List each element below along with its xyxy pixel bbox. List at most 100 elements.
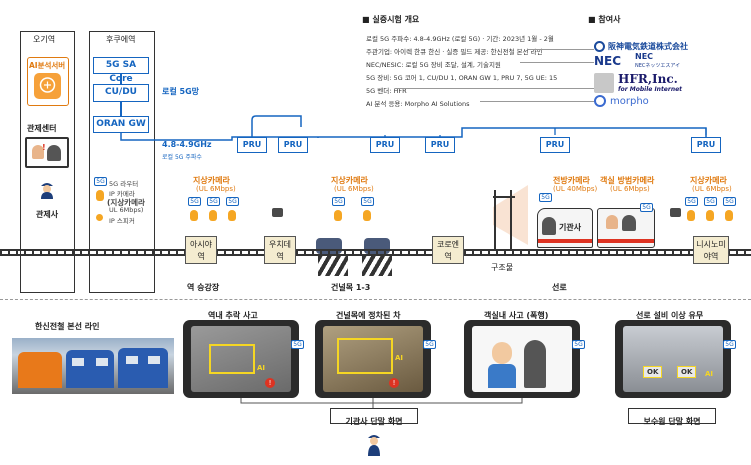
station-nishinomiya: 니시노미 야역 (693, 236, 729, 264)
case4-title: 선로 설비 이상 유무 (636, 311, 704, 320)
driver-person-icon (366, 432, 382, 456)
local-5g-label: 로컬 5G망 (162, 87, 199, 96)
pru-5: PRU (540, 137, 570, 153)
brain-icon (34, 73, 61, 99)
tablet-5g-3: 5G (572, 340, 585, 349)
crossing-stripes (362, 256, 392, 276)
ground-cam-ul-1: (UL 6Mbps) (196, 185, 236, 193)
ok-label-1: OK (643, 366, 663, 378)
router-3: 5G (226, 197, 239, 206)
nec-sub-logo: NEC (635, 52, 654, 61)
nec-logo: NEC (594, 54, 622, 68)
hanshin-logo-icon (594, 41, 605, 52)
overview-line-3: NEC/NESIC: 로컬 5G 장비 조달, 설계, 기술지원 (366, 61, 501, 69)
router-8: 5G (723, 197, 736, 206)
oran-gw-box: ORAN GW (93, 116, 149, 133)
ground-cam-ul-2: (UL 6Mbps) (334, 185, 374, 193)
section-divider (0, 299, 751, 300)
camera-icon (209, 210, 217, 221)
tablet-case4: OK OK AI 5G (615, 320, 736, 398)
cabin-cam-label: 객실 방범카메라 (600, 176, 655, 185)
legend-camera-icon (96, 190, 104, 201)
connector-2 (520, 62, 594, 63)
hanshin-logo: 阪神電気鉄道株式会社 (608, 42, 688, 51)
front-cam-ul: (UL 40Mbps) (553, 185, 598, 193)
remote-station-title: 오기역 (33, 35, 56, 44)
hfr-sub-logo: for Mobile Internet (618, 86, 683, 93)
participants-title: ■ 참여사 (588, 14, 620, 25)
hfr-logo-icon (594, 73, 614, 93)
camera-icon (190, 210, 198, 221)
camera-icon (725, 210, 733, 221)
pru-4: PRU (425, 137, 455, 153)
structure-icon (493, 185, 528, 250)
train-car-rear (597, 208, 655, 248)
router-2: 5G (207, 197, 220, 206)
pru-2: PRU (278, 137, 308, 153)
station-nishinomiya-label: 니시노미 야역 (696, 240, 726, 261)
connector-4 (480, 101, 594, 102)
overview-line-4: 5G 장비: 5G 코어 1, CU/DU 1, ORAN GW 1, PRU … (366, 74, 558, 82)
driver-label: 기관사 (559, 223, 582, 232)
warning-icon: ! (389, 378, 399, 388)
case3-screen (472, 326, 572, 392)
hq-station-title: 후쿠에역 (106, 35, 136, 44)
overview-line-6: AI 분석 응용: Morpho AI Solutions (366, 100, 470, 108)
tablet-case1: AI ! 5G (183, 320, 304, 398)
router-train-front: 5G (539, 193, 552, 202)
frequency-label: 4.8-4.9GHz (162, 140, 212, 149)
station-uchide-label: 우치데 역 (268, 240, 292, 261)
ground-cam-ul-3: (UL 6Mbps) (692, 185, 732, 193)
controller-icon (39, 180, 55, 199)
nesic-logo: NECネッツエスアイ (635, 63, 681, 69)
router-4: 5G (332, 197, 345, 206)
frequency-sub: 로컬 5G 주파수 (162, 154, 202, 161)
participants-title-text: 참여사 (598, 15, 621, 24)
track-label: 선로 (552, 283, 567, 292)
legend-router-label: 5G 라우터 (109, 180, 139, 188)
platform-label: 역 승강장 (187, 283, 220, 292)
station-koroen: 코로엔 역 (432, 236, 464, 264)
hq-station-column (89, 31, 155, 293)
controller-label: 관제사 (36, 210, 59, 219)
tablet-5g-4: 5G (723, 340, 736, 349)
ground-cam-label-2: 지상카메라 (331, 176, 368, 185)
case2-screen: AI ! (323, 326, 423, 392)
ai-server-label: AI분석서버 (29, 61, 66, 70)
legend-speaker-label: IP 스피커 (109, 217, 135, 225)
legend-router-icon: 5G (94, 177, 107, 186)
legend-ul-label: UL 6Mbps) (109, 206, 144, 214)
case3-title: 객실내 사고 (폭행) (484, 311, 549, 320)
camera-icon (334, 210, 342, 221)
camera-icon (687, 210, 695, 221)
tablet-5g-2: 5G (423, 340, 436, 349)
station-koroen-label: 코로엔 역 (436, 240, 460, 261)
ai-label-4: AI (705, 370, 714, 378)
maint-screen-label: 보수원 단말 화면 (643, 417, 701, 426)
tablet-case2: AI ! 5G (315, 320, 436, 398)
station-uchide: 우치데 역 (264, 236, 296, 264)
legend-ipcam-label: IP 카메라 (109, 190, 135, 198)
router-train-rear: 5G (640, 203, 653, 212)
case2-title: 건널목에 정차된 차 (336, 311, 401, 320)
router-6: 5G (685, 197, 698, 206)
overview-line-5: 5G 벤더: HFR (366, 87, 407, 95)
train-car-front (537, 208, 593, 248)
front-cam-label: 전방카메라 (553, 176, 590, 185)
warning-icon: ! (265, 378, 275, 388)
tablet-case3: 5G (464, 320, 585, 398)
monitor-icon: ! (25, 137, 69, 168)
camera-icon (706, 210, 714, 221)
case1-screen: AI ! (191, 326, 291, 392)
router-1: 5G (188, 197, 201, 206)
camera-icon (228, 210, 236, 221)
ground-cam-label-1: 지상카메라 (193, 176, 230, 185)
driver-screen-label-box: 기관사 단말 화면 (330, 408, 418, 426)
ptz-camera-icon (272, 208, 283, 217)
ai-label-2: AI (395, 354, 404, 362)
remote-station-column (20, 31, 75, 293)
case1-title: 역내 추락 사고 (208, 311, 258, 320)
morpho-logo-icon (594, 95, 606, 107)
pru-6: PRU (691, 137, 721, 153)
